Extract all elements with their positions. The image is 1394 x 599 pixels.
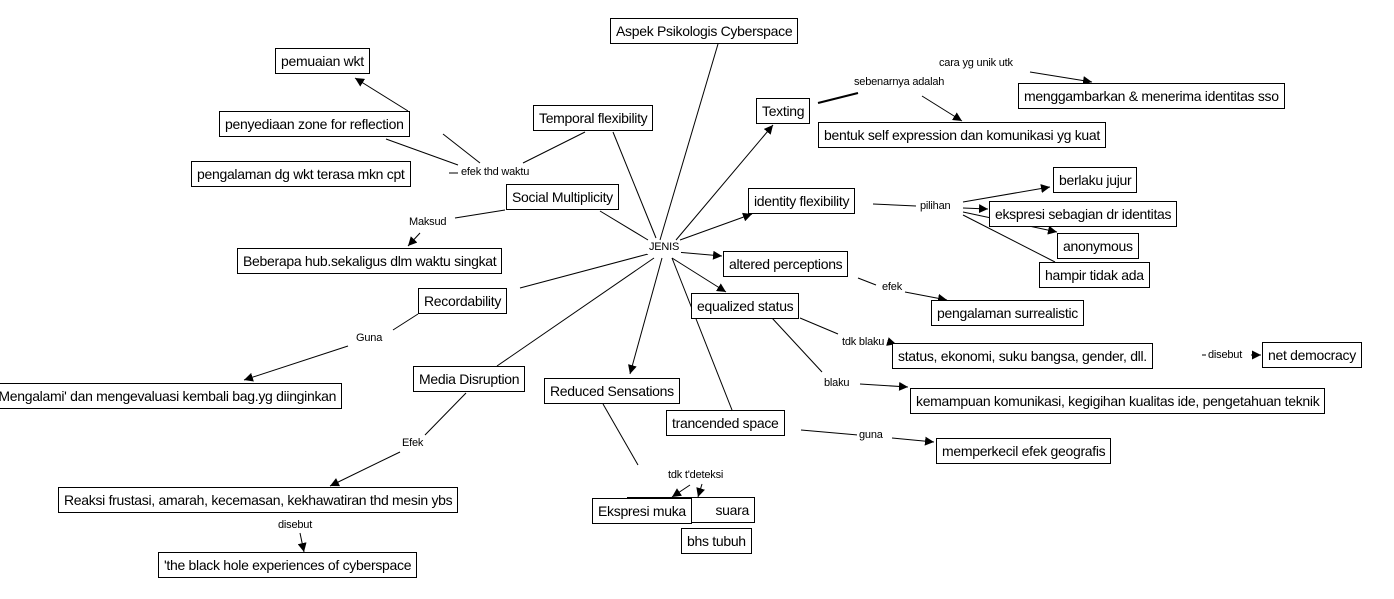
edge (962, 214, 1056, 263)
concept-trancended-space[interactable]: trancended space (666, 410, 785, 436)
concept-equalized-status[interactable]: equalized status (691, 293, 800, 319)
edge (599, 210, 649, 241)
link-blaku[interactable]: blaku (822, 377, 852, 390)
edge (771, 317, 823, 373)
edge (675, 124, 774, 241)
concept-pengalaman-wkt[interactable]: pengalaman dg wkt terasa mkn cpt (191, 161, 411, 187)
edge (612, 131, 657, 239)
edge (407, 232, 421, 247)
edge (921, 95, 963, 122)
link-jenis[interactable]: JENIS (647, 241, 682, 254)
concept-reaksi-frustasi[interactable]: Reaksi frustasi, amarah, kecemasan, kekh… (58, 487, 459, 513)
concept-kemampuan-komunikasi[interactable]: kemampuan komunikasi, kegigihan kualitas… (910, 388, 1326, 414)
edge (859, 381, 909, 391)
concept-temporal-flexibility[interactable]: Temporal flexibility (533, 105, 654, 131)
link-guna-space[interactable]: guna (857, 429, 885, 442)
edge (659, 43, 719, 241)
link-maksud[interactable]: Maksud (407, 216, 449, 229)
concept-bhs-tubuh[interactable]: bhs tubuh (681, 528, 752, 554)
edge (329, 451, 401, 487)
edge (679, 212, 753, 241)
concept-ekspresi-muka[interactable]: Ekspresi muka (592, 498, 692, 524)
edge (392, 313, 419, 331)
edge (671, 257, 733, 411)
edge (628, 257, 663, 375)
link-cara-unik[interactable]: cara yg unik utk (937, 57, 1015, 70)
concept-mengalami[interactable]: 'Mengalami' dan mengevaluasi kembali bag… (0, 383, 343, 409)
concept-recordability[interactable]: Recordability (418, 288, 508, 314)
edge (696, 483, 705, 498)
link-efek-thd-waktu[interactable]: efek thd waktu (459, 166, 532, 179)
link-disebut-net[interactable]: disebut (1206, 349, 1245, 362)
edge (671, 484, 691, 498)
concept-berlaku-jujur[interactable]: berlaku jujur (1053, 167, 1138, 193)
edge (297, 532, 307, 553)
concept-root[interactable]: Aspek Psikologis Cyberspace (610, 18, 799, 44)
concept-bentuk-self-expression[interactable]: bentuk self expression dan komunikasi yg… (818, 122, 1106, 148)
edge (519, 253, 649, 289)
link-tdk-blaku[interactable]: tdk blaku (840, 336, 887, 349)
edge (354, 77, 409, 112)
edge (522, 131, 586, 164)
edge (602, 403, 639, 466)
concept-memperkecil-efek[interactable]: memperkecil efek geografis (936, 438, 1112, 464)
concept-black-hole[interactable]: 'the black hole experiences of cyberspac… (158, 552, 418, 578)
concept-net-democracy[interactable]: net democracy (1262, 342, 1362, 368)
concept-identity-flexibility[interactable]: identity flexibility (748, 188, 856, 214)
edge (442, 133, 481, 164)
concept-beberapa-hub[interactable]: Beberapa hub.sekaligus dlm waktu singkat (237, 248, 503, 274)
edge (385, 138, 459, 166)
edge (496, 257, 655, 367)
concept-menggambarkan[interactable]: menggambarkan & menerima identitas sso (1018, 83, 1285, 109)
link-efek-media[interactable]: Efek (400, 437, 426, 450)
link-tdk-terdeteksi[interactable]: tdk t'deteksi (666, 469, 726, 482)
edge (424, 392, 467, 436)
edge (675, 250, 723, 260)
link-guna-record[interactable]: Guna (354, 332, 385, 345)
link-pilihan[interactable]: pilihan (918, 200, 953, 213)
edge (817, 92, 859, 104)
edge (891, 436, 935, 446)
edge (243, 345, 349, 382)
edge (857, 277, 877, 286)
link-efek-altered[interactable]: efek (880, 281, 904, 294)
link-sebenarnya-adalah[interactable]: sebenarnya adalah (854, 76, 945, 88)
concept-social-multiplicity[interactable]: Social Multiplicity (506, 184, 619, 210)
edge (872, 203, 917, 207)
edge (800, 429, 859, 436)
edge (962, 184, 1051, 203)
concept-penyediaan-zone[interactable]: penyediaan zone for reflection (219, 111, 410, 137)
concept-pemuaian-wkt[interactable]: pemuaian wkt (275, 48, 370, 74)
edge (962, 204, 989, 214)
concept-media-disruption[interactable]: Media Disruption (413, 366, 526, 392)
concept-reduced-sensations[interactable]: Reduced Sensations (544, 378, 680, 404)
concept-altered-perceptions[interactable]: altered perceptions (723, 251, 849, 277)
concept-anonymous[interactable]: anonymous (1057, 233, 1139, 259)
concept-texting[interactable]: Texting (756, 98, 811, 124)
edge (454, 209, 506, 219)
concept-status-ekonomi[interactable]: status, ekonomi, suku bangsa, gender, dl… (892, 343, 1153, 369)
concept-pengalaman-surrealistic[interactable]: pengalaman surrealistic (931, 300, 1084, 326)
edge (1029, 71, 1093, 86)
edge (671, 257, 727, 293)
concept-ekspresi-sebagian[interactable]: ekspresi sebagian dr identitas (989, 201, 1178, 227)
concept-hampir-tidak-ada[interactable]: hampir tidak ada (1039, 262, 1150, 288)
edge (904, 291, 948, 303)
edge (799, 317, 839, 335)
link-disebut-black[interactable]: disebut (276, 519, 315, 532)
